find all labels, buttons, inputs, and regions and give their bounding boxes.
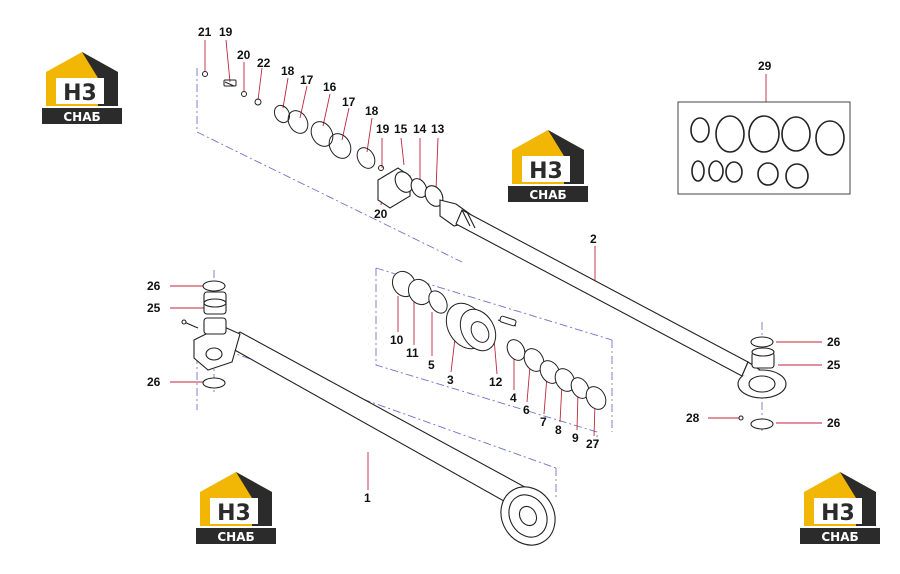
callout-17-b: 17 xyxy=(342,95,356,109)
brand-mark: H3 xyxy=(217,501,251,526)
callout-19: 19 xyxy=(376,122,390,136)
callout-6: 6 xyxy=(523,403,530,417)
callout-28: 28 xyxy=(686,411,700,425)
brand-logo-1: H3 СНАБ xyxy=(42,52,122,124)
brand-text: СНАБ xyxy=(63,110,100,124)
callout-22: 20 xyxy=(237,48,251,62)
callout-11: 11 xyxy=(406,346,419,360)
callout-14: 14 xyxy=(413,122,427,136)
callout-24: 22 xyxy=(257,56,271,70)
brand-logo-4: H3 СНАБ xyxy=(800,472,880,544)
callout-5: 5 xyxy=(428,358,435,372)
brand-text: СНАБ xyxy=(821,530,858,544)
seal-kit-box xyxy=(677,101,851,195)
callout-18-b: 18 xyxy=(365,104,379,118)
callout-26-b: 26 xyxy=(147,375,161,389)
callout-27: 27 xyxy=(586,437,600,451)
callout-3: 3 xyxy=(447,373,454,387)
callout-4: 4 xyxy=(510,391,517,405)
rod-small-parts xyxy=(202,71,384,171)
callout-12: 12 xyxy=(489,375,503,389)
callout-10: 10 xyxy=(390,333,404,347)
callout-9: 9 xyxy=(572,431,579,445)
callout-13: 13 xyxy=(431,122,445,136)
callout-16: 16 xyxy=(323,80,337,94)
callout-25-b: 25 xyxy=(827,358,841,372)
callout-17-a: 17 xyxy=(300,73,314,87)
brand-mark: H3 xyxy=(821,501,855,526)
brand-text: СНАБ xyxy=(217,530,254,544)
callout-2: 2 xyxy=(590,232,597,246)
brand-mark: H3 xyxy=(529,159,563,184)
piston-parts xyxy=(391,270,607,410)
callout-29: 29 xyxy=(758,59,772,73)
callout-21: 19 xyxy=(219,25,233,39)
callout-8: 8 xyxy=(555,423,562,437)
callout-25-a: 25 xyxy=(147,301,161,315)
callout-23: 21 xyxy=(198,25,212,39)
brand-mark: H3 xyxy=(63,81,97,106)
callout-1: 1 xyxy=(364,491,371,505)
brand-logo-2: H3 СНАБ xyxy=(508,130,588,202)
callout-18-a: 18 xyxy=(281,64,295,78)
piston-rod-assembly xyxy=(377,167,787,430)
cylinder-barrel xyxy=(181,280,556,546)
explode-guides xyxy=(196,68,763,500)
callout-7: 7 xyxy=(540,415,547,429)
callout-26-d: 26 xyxy=(827,416,841,430)
callout-26-a: 26 xyxy=(147,279,161,293)
callout-26-c: 26 xyxy=(827,335,841,349)
brand-logo-3: H3 СНАБ xyxy=(196,472,276,544)
brand-text: СНАБ xyxy=(529,188,566,202)
callout-20: 20 xyxy=(374,207,388,221)
callout-15: 15 xyxy=(394,122,408,136)
callout-labels: 21 19 20 22 18 17 16 17 18 19 15 14 13 2… xyxy=(147,25,841,505)
